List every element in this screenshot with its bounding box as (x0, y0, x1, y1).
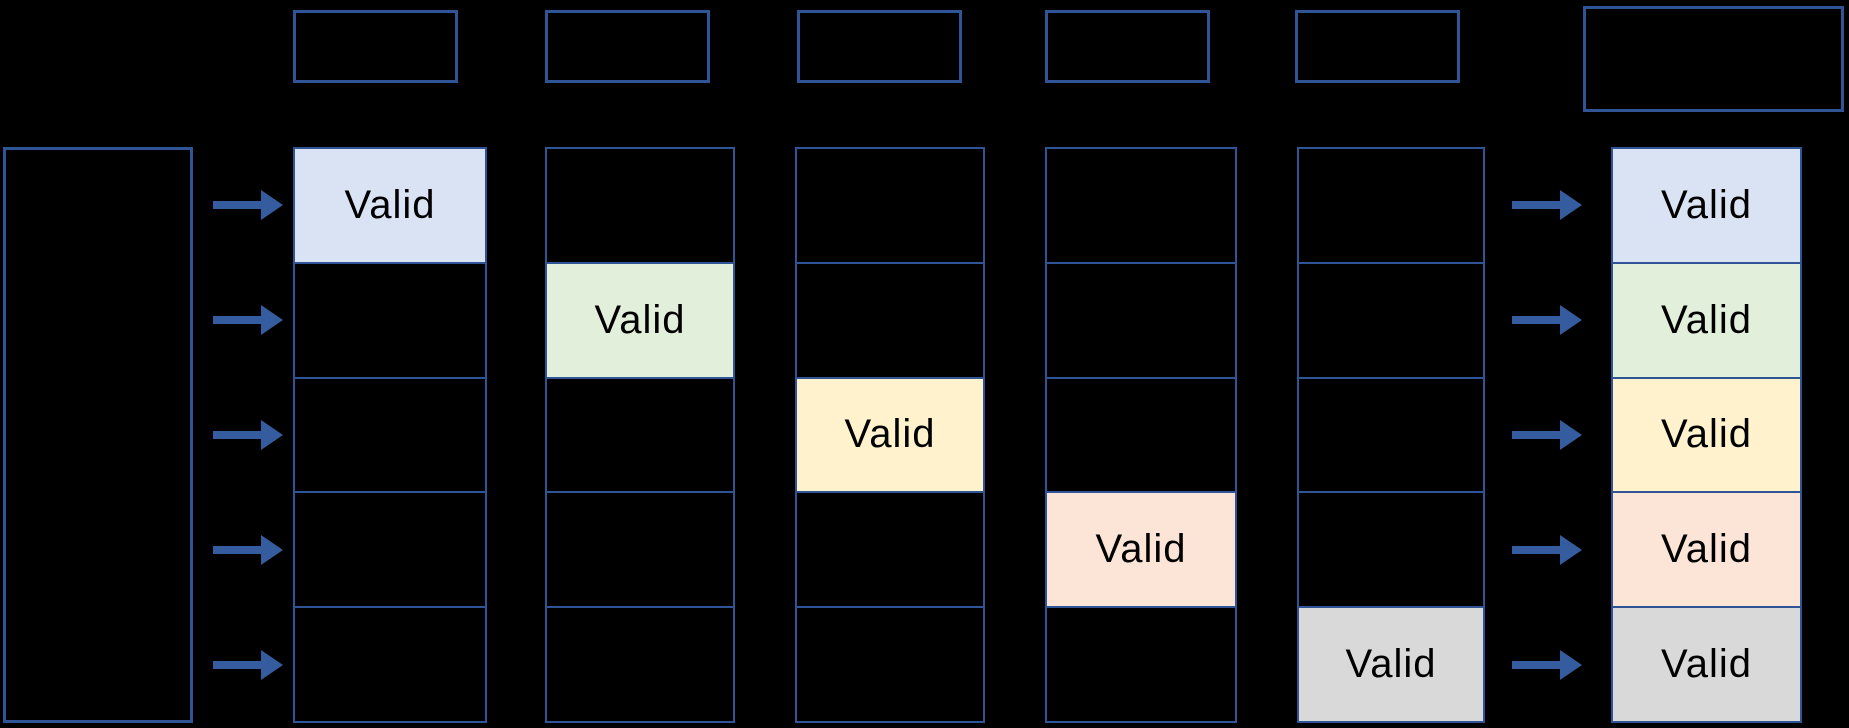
cell-c1-r2 (295, 264, 485, 379)
arrow-shaft (213, 201, 265, 209)
arrow-shaft (1512, 546, 1564, 554)
valid-cell-c3-r3: Valid (797, 378, 983, 494)
cell-c3-r1 (797, 149, 983, 264)
cell-c1-r5 (295, 608, 485, 721)
column-1: Valid (293, 147, 487, 723)
valid-cell-c4-r4: Valid (1047, 493, 1235, 609)
cell-c5-r2 (1299, 264, 1483, 379)
arrow-right-icon (1512, 305, 1582, 335)
cell-c3-r5 (797, 608, 983, 721)
cell-c4-r3 (1047, 379, 1235, 494)
arrow-right-icon (213, 650, 283, 680)
arrow-head (261, 305, 283, 335)
valid-cell-c5-r5: Valid (1299, 608, 1483, 721)
column-2: Valid (545, 147, 735, 723)
valid-cell-c6-r3: Valid (1613, 378, 1800, 494)
header-box-wide (1583, 6, 1844, 112)
cell-c5-r3 (1299, 379, 1483, 494)
valid-cell-c6-r5: Valid (1613, 608, 1800, 721)
arrow-right-icon (213, 305, 283, 335)
column-4: Valid (1045, 147, 1237, 723)
cell-c3-r4 (797, 493, 983, 609)
cell-c3-r2 (797, 264, 983, 379)
cell-c4-r5 (1047, 608, 1235, 721)
arrow-right-icon (213, 420, 283, 450)
header-box-1 (293, 10, 458, 83)
arrow-head (1560, 535, 1582, 565)
cell-c4-r1 (1047, 149, 1235, 264)
arrow-head (1560, 305, 1582, 335)
cell-c5-r1 (1299, 149, 1483, 264)
arrow-shaft (1512, 316, 1564, 324)
valid-cell-c2-r2: Valid (547, 263, 733, 379)
arrow-head (261, 650, 283, 680)
arrow-head (261, 190, 283, 220)
cell-c2-r4 (547, 493, 733, 609)
cell-c2-r3 (547, 379, 733, 494)
arrow-head (1560, 420, 1582, 450)
valid-cell-c6-r1: Valid (1613, 149, 1800, 264)
arrow-head (1560, 190, 1582, 220)
column-3: Valid (795, 147, 985, 723)
cell-c2-r5 (547, 608, 733, 721)
arrow-shaft (1512, 661, 1564, 669)
arrow-shaft (1512, 431, 1564, 439)
valid-cell-c6-r2: Valid (1613, 263, 1800, 379)
arrow-right-icon (213, 190, 283, 220)
cell-c4-r2 (1047, 264, 1235, 379)
valid-cell-c1-r1: Valid (295, 149, 485, 264)
header-box-5 (1295, 10, 1460, 83)
arrow-shaft (213, 546, 265, 554)
arrow-right-icon (1512, 190, 1582, 220)
header-box-2 (545, 10, 710, 83)
arrow-head (1560, 650, 1582, 680)
arrow-head (261, 535, 283, 565)
valid-cell-c6-r4: Valid (1613, 493, 1800, 609)
arrow-right-icon (1512, 535, 1582, 565)
cell-c1-r4 (295, 493, 485, 609)
arrow-right-icon (213, 535, 283, 565)
header-box-4 (1045, 10, 1210, 83)
cell-c1-r3 (295, 379, 485, 494)
source-box (3, 147, 193, 723)
cell-c2-r1 (547, 149, 733, 264)
column-5: Valid (1297, 147, 1485, 723)
arrow-shaft (213, 431, 265, 439)
arrow-shaft (213, 661, 265, 669)
arrow-right-icon (1512, 420, 1582, 450)
column-6: Valid Valid Valid Valid Valid (1611, 147, 1802, 723)
cell-c5-r4 (1299, 493, 1483, 609)
arrow-shaft (1512, 201, 1564, 209)
arrow-right-icon (1512, 650, 1582, 680)
arrow-shaft (213, 316, 265, 324)
arrow-head (261, 420, 283, 450)
header-box-3 (797, 10, 962, 83)
